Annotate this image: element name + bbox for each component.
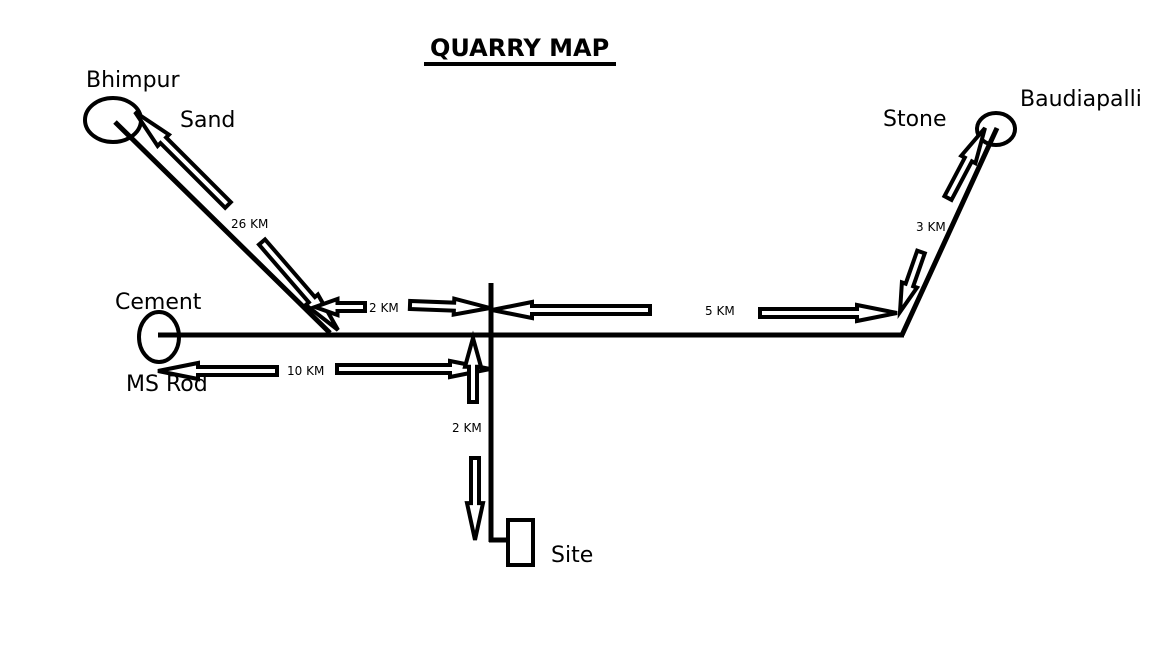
distance-cement-road: 10 KM [287,364,324,378]
label-baudiapalli: Baudiapalli [1020,87,1142,112]
road-baudiapalli [899,126,1000,337]
label-ms-rod: MS Rod [126,372,208,397]
site-marker [506,518,535,567]
direction-arrow [758,302,898,324]
distance-east-road: 5 KM [705,304,735,318]
direction-arrow [462,330,484,404]
direction-arrow [941,126,987,203]
label-sand: Sand [180,108,235,133]
cement-marker [137,310,181,364]
direction-arrow [407,296,491,318]
label-site: Site [551,543,593,568]
bhimpur-marker [83,96,143,144]
distance-baudiapalli-road: 3 KM [916,220,946,234]
distance-site-road: 2 KM [452,421,482,435]
label-cement: Cement [115,290,202,315]
direction-arrows [133,110,987,541]
direction-arrow [157,360,279,382]
direction-arrow [309,296,367,318]
direction-arrow [897,248,928,320]
label-stone: Stone [883,107,947,132]
map-title: QUARRY MAP [430,34,609,62]
distance-junction-west: 2 KM [369,301,399,315]
direction-arrow [133,110,234,211]
direction-arrow [491,299,652,321]
label-bhimpur: Bhimpur [86,68,180,93]
distance-bhimpur-road: 26 KM [231,217,268,231]
road-bhimpur [113,120,332,335]
direction-arrow [464,456,486,541]
baudiapalli-marker [975,111,1017,147]
direction-arrow [256,236,340,332]
